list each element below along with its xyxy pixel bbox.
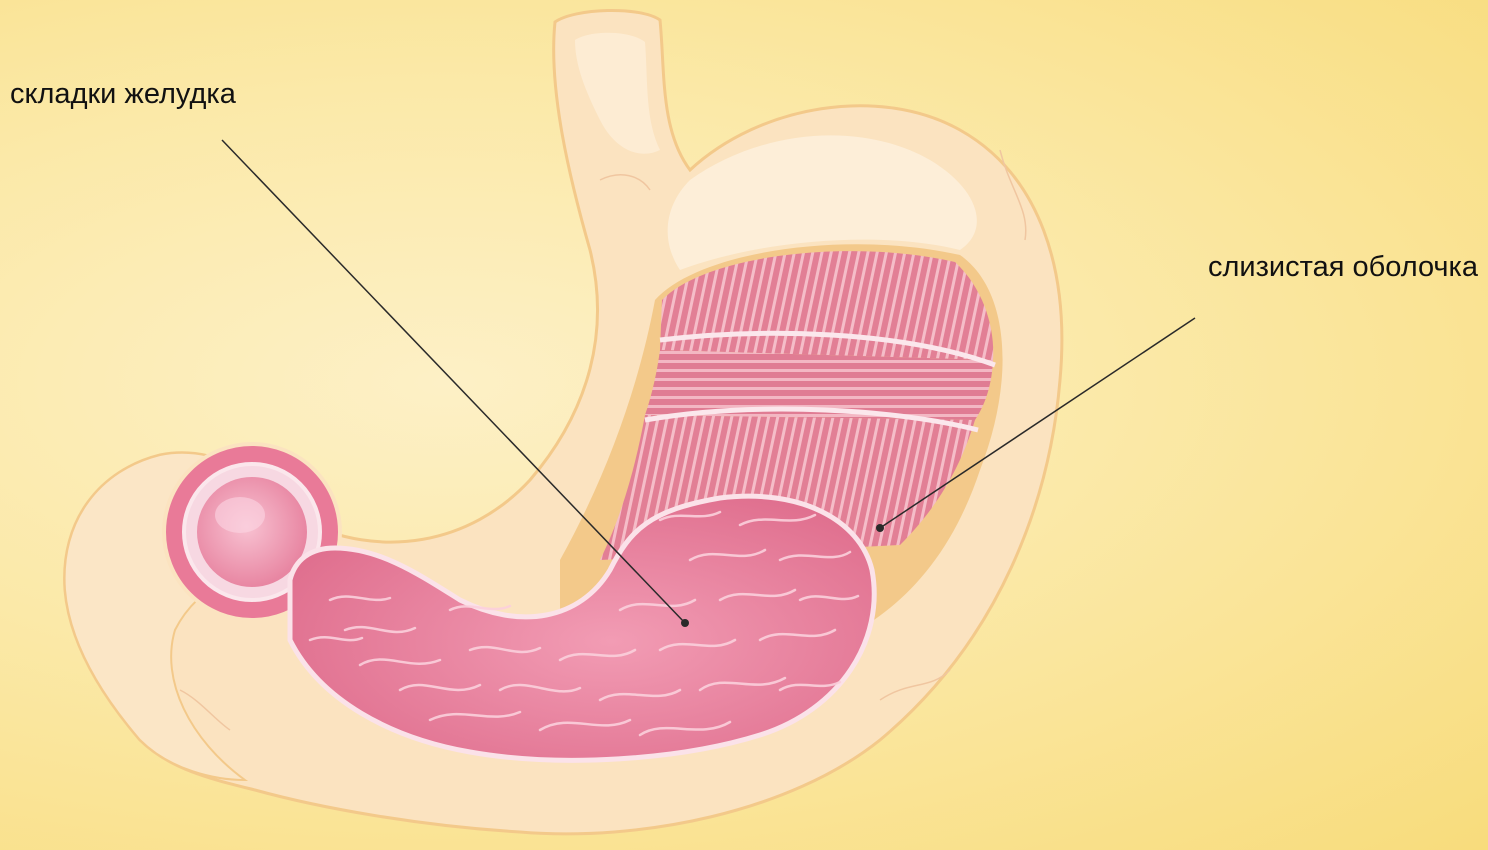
label-mucosa: слизистая оболочка <box>1208 253 1478 282</box>
pointer-dot-mucosa <box>876 524 884 532</box>
label-gastric-folds: складки желудка <box>10 80 236 109</box>
pointer-dot-folds <box>681 619 689 627</box>
